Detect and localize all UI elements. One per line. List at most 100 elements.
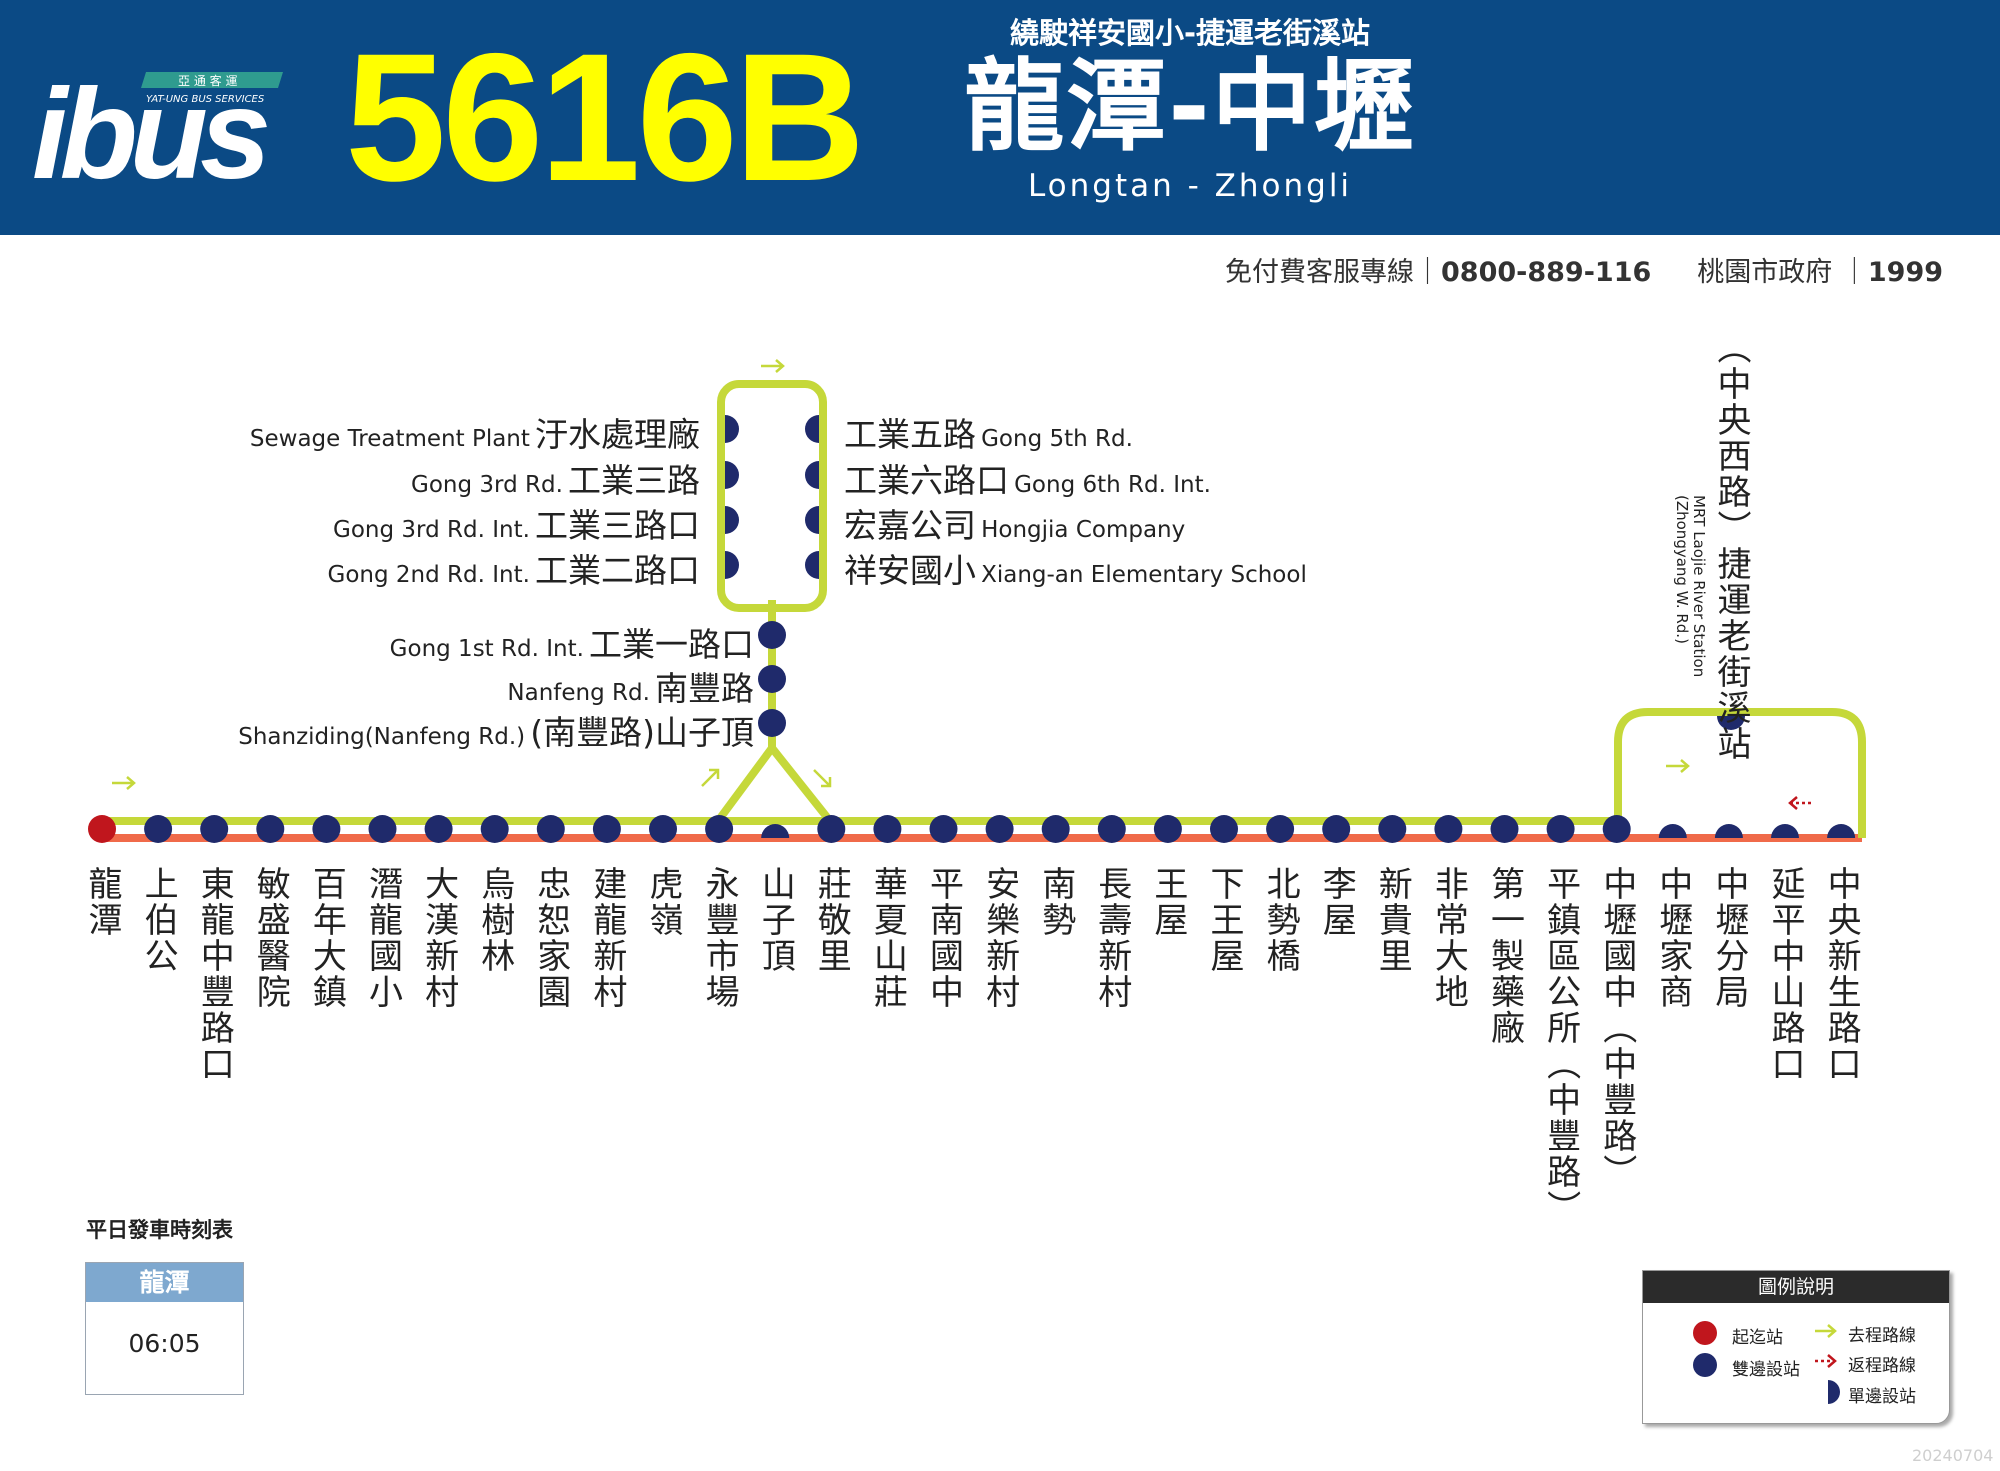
- stop-dot-11: [705, 815, 734, 843]
- stop-dot-8: [536, 815, 565, 843]
- stop-label-7: 烏樹林: [474, 866, 515, 974]
- stop-dot-22: [1322, 815, 1351, 843]
- stop-dot-6: [424, 815, 453, 843]
- stop-label-5: 潛龍國小: [362, 866, 403, 1010]
- branch-diag-left: [714, 745, 776, 824]
- stop-label-10: 虎嶺: [643, 866, 683, 938]
- stop-label-23: 新貴里: [1372, 866, 1413, 974]
- stop-label-30: 延平中山路口: [1765, 866, 1805, 1082]
- stop-label-xiangan: 祥安國小 Xiang-an Elementary School: [844, 551, 1307, 590]
- stop-label-18: 長壽新村: [1091, 866, 1132, 1010]
- legend-return: 返程路線: [1848, 1356, 1916, 1376]
- stop-dot-mrt-laojie: [1717, 716, 1745, 730]
- outbound-loop-right: [1614, 708, 1866, 838]
- stop-label-25: 第一製藥廠: [1484, 866, 1525, 1046]
- schedule-table: 龍潭 06:05: [85, 1262, 244, 1395]
- main-stop-markers: [88, 815, 1856, 843]
- stop-label-24: 非常大地: [1428, 866, 1469, 1010]
- route-number: 5616B: [345, 15, 865, 219]
- stop-dot-24: [1434, 815, 1463, 843]
- stop-dot-30: [1771, 824, 1799, 838]
- stop-label-gong2-int: Gong 2nd Rd. Int. 工業二路口: [327, 551, 701, 590]
- stop-label-29: 中壢分局: [1708, 866, 1749, 1010]
- loop-right-dots: [805, 415, 819, 579]
- logo-green-band: [141, 72, 283, 88]
- legend-both-sides: 雙邊設站: [1732, 1360, 1800, 1380]
- stop-label-11: 永豐市場: [699, 866, 740, 1010]
- both-sides-dot-icon: [1693, 1353, 1717, 1377]
- stop-dot-29: [1714, 824, 1743, 838]
- stop-dot-shanziding-nanfeng: [758, 709, 786, 737]
- route-title-en: Longtan - Zhongli: [1027, 168, 1353, 204]
- stop-label-28: 中壢家商: [1652, 866, 1693, 1010]
- legend-title: 圖例說明: [1643, 1271, 1949, 1303]
- arrow-icon-outbound-start: [112, 776, 136, 790]
- stop-label-gong1: Gong 1st Rd. Int. 工業一路口: [389, 625, 754, 664]
- stop-dot-12: [761, 824, 790, 838]
- stop-label-gong3-int: Gong 3rd Rd. Int. 工業三路口: [333, 506, 700, 545]
- legend-one-side: 單邊設站: [1848, 1387, 1916, 1407]
- ibus-logo: ibus 亞 通 客 運 YAT-UNG BUS SERVICES: [32, 66, 283, 184]
- stop-label-12: 山子頂: [755, 866, 796, 974]
- stop-label-mrt-laojie-en1: MRT Laojie River Station: [1690, 495, 1708, 678]
- stop-label-0: 龍潭: [82, 866, 122, 938]
- stop-label-4: 百年大鎮: [306, 866, 347, 1010]
- return-arrow-icon: [1815, 1354, 1837, 1368]
- arrow-icon-branch-up: [701, 768, 720, 787]
- branch-diag-right: [768, 745, 834, 824]
- stop-dot-15: [929, 815, 958, 843]
- stop-dot-28: [1658, 824, 1687, 838]
- branch-loop: [717, 380, 827, 612]
- stop-dot-10: [649, 815, 677, 843]
- stop-dot-nanfeng: [758, 665, 786, 693]
- stop-dot-17: [1041, 815, 1070, 843]
- loop-left-dots: [725, 415, 739, 579]
- stop-dot-27: [1602, 815, 1631, 843]
- legend-icons: [1693, 1321, 1840, 1404]
- stop-dot-23: [1378, 815, 1407, 843]
- stop-label-gong5: 工業五路 Gong 5th Rd.: [844, 415, 1133, 454]
- gov-phone: 1999: [1867, 257, 1944, 288]
- stop-dot-16: [985, 815, 1014, 843]
- stop-label-sewage: Sewage Treatment Plant 汙水處理廠: [249, 415, 700, 454]
- stop-label-22: 李屋: [1316, 866, 1357, 938]
- arrow-icon-branch-down: [813, 769, 832, 788]
- stop-dot-20: [1210, 815, 1238, 843]
- route-title: 龍潭-中壢: [964, 48, 1416, 165]
- stop-label-27: 中壢國中（中豐路）: [1596, 866, 1637, 1190]
- stop-dot-31: [1827, 824, 1856, 838]
- stop-label-gong3: Gong 3rd Rd. 工業三路: [411, 461, 700, 500]
- schedule-time: 06:05: [128, 1329, 201, 1358]
- stop-label-26: 平鎮區公所（中豐路）: [1540, 866, 1581, 1226]
- stop-label-16: 安樂新村: [979, 866, 1020, 1010]
- stop-dot-9: [592, 815, 621, 843]
- stop-label-17: 南勢: [1035, 866, 1076, 938]
- stop-label-mrt-laojie: （中央西路）捷運老街溪站: [1711, 330, 1751, 762]
- stop-dot-18: [1097, 815, 1126, 843]
- stop-dot-1: [144, 815, 173, 843]
- stop-dot-3: [256, 815, 285, 843]
- stop-label-gong6-int: 工業六路口 Gong 6th Rd. Int.: [844, 461, 1211, 500]
- service-label: 免付費客服專線: [1225, 257, 1414, 288]
- stop-dot-19: [1153, 815, 1182, 843]
- outbound-arrow-icon: [1815, 1324, 1837, 1338]
- gov-label: 桃園市政府: [1697, 257, 1833, 288]
- stop-label-1: 上伯公: [138, 866, 179, 974]
- stop-dot-21: [1266, 815, 1295, 843]
- stop-dot-7: [480, 815, 509, 843]
- stop-label-2: 東龍中豐路口: [194, 866, 235, 1082]
- stop-dot-13: [817, 815, 846, 843]
- stop-dot-2: [200, 815, 229, 843]
- stop-dot-26: [1546, 815, 1575, 843]
- stop-label-19: 王屋: [1147, 866, 1188, 938]
- service-phone: 0800-889-116: [1441, 257, 1652, 288]
- stop-dot-14: [873, 815, 902, 843]
- stop-label-31: 中央新生路口: [1821, 866, 1862, 1082]
- stop-dot-25: [1490, 815, 1519, 843]
- logo-company-en: YAT-UNG BUS SERVICES: [146, 94, 265, 105]
- stop-label-14: 華夏山莊: [867, 866, 908, 1010]
- stop-label-6: 大漢新村: [418, 866, 459, 1010]
- schedule-origin: 龍潭: [86, 1263, 243, 1302]
